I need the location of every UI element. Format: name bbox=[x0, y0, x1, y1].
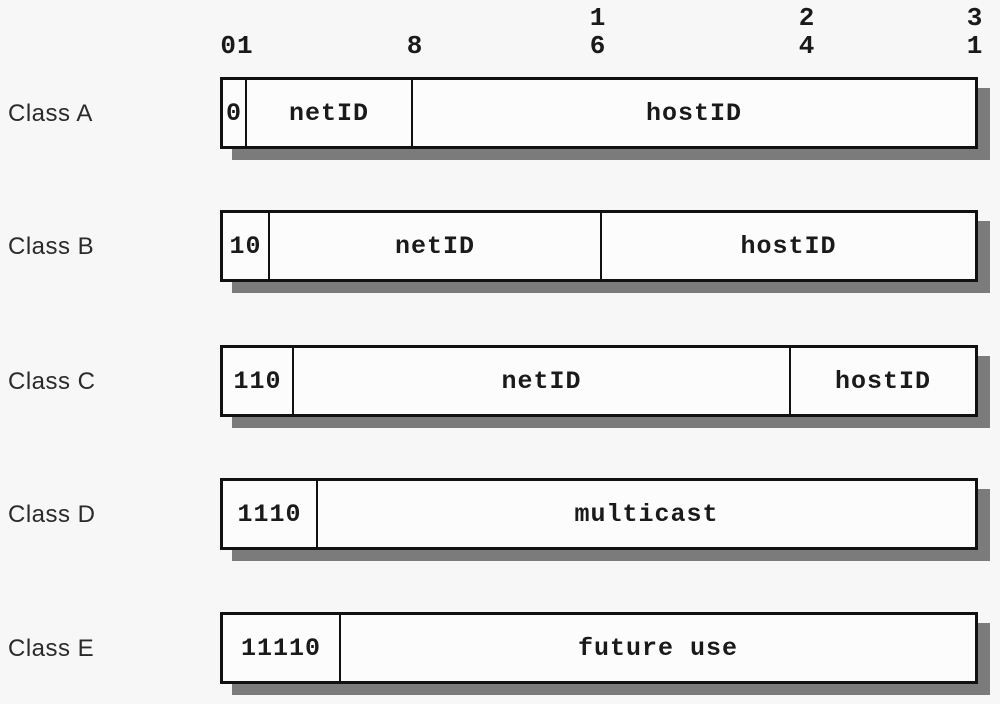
bit-axis-label: 8 bbox=[407, 32, 424, 60]
bit-axis-label: 01 bbox=[220, 32, 253, 60]
field-cell: netID bbox=[294, 348, 791, 414]
class-row-label: Class E bbox=[8, 635, 95, 662]
field-cell: 110 bbox=[223, 348, 294, 414]
field-cell: 0 bbox=[223, 80, 247, 146]
class-row-label: Class C bbox=[8, 368, 96, 395]
bit-axis-digit: 4 bbox=[798, 31, 816, 61]
class-row-label: Class D bbox=[8, 501, 96, 528]
field-cell: 10 bbox=[223, 213, 270, 279]
field-cell: hostID bbox=[740, 231, 837, 261]
field-cell: future use bbox=[577, 633, 739, 663]
class-row: Class E 11110 future use bbox=[0, 612, 1000, 686]
field-cell: 1110 bbox=[223, 481, 318, 547]
bit-axis-digit: 01 bbox=[220, 31, 254, 61]
field-cell: 11110 bbox=[223, 615, 341, 681]
bit-axis-digit: 1 bbox=[589, 3, 607, 33]
field-cell: netID bbox=[247, 80, 413, 146]
class-row-label: Class B bbox=[8, 233, 95, 260]
class-row: Class D 1110 multicast bbox=[0, 478, 1000, 552]
bit-axis-digit: 1 bbox=[966, 31, 984, 61]
bit-axis-digit: 2 bbox=[798, 3, 816, 33]
address-format-box: 11110 future use bbox=[220, 612, 978, 684]
bit-axis-digit: 6 bbox=[589, 31, 607, 61]
field-cell: netID bbox=[270, 213, 602, 279]
field-cell: multicast bbox=[574, 499, 719, 529]
bit-axis-digit: 8 bbox=[406, 31, 424, 61]
bit-axis-digit: 3 bbox=[966, 3, 984, 33]
field-cell: hostID bbox=[645, 98, 742, 128]
field-cell: hostID bbox=[834, 366, 931, 396]
class-row-label: Class A bbox=[8, 100, 93, 127]
address-format-box: 1110 multicast bbox=[220, 478, 978, 550]
